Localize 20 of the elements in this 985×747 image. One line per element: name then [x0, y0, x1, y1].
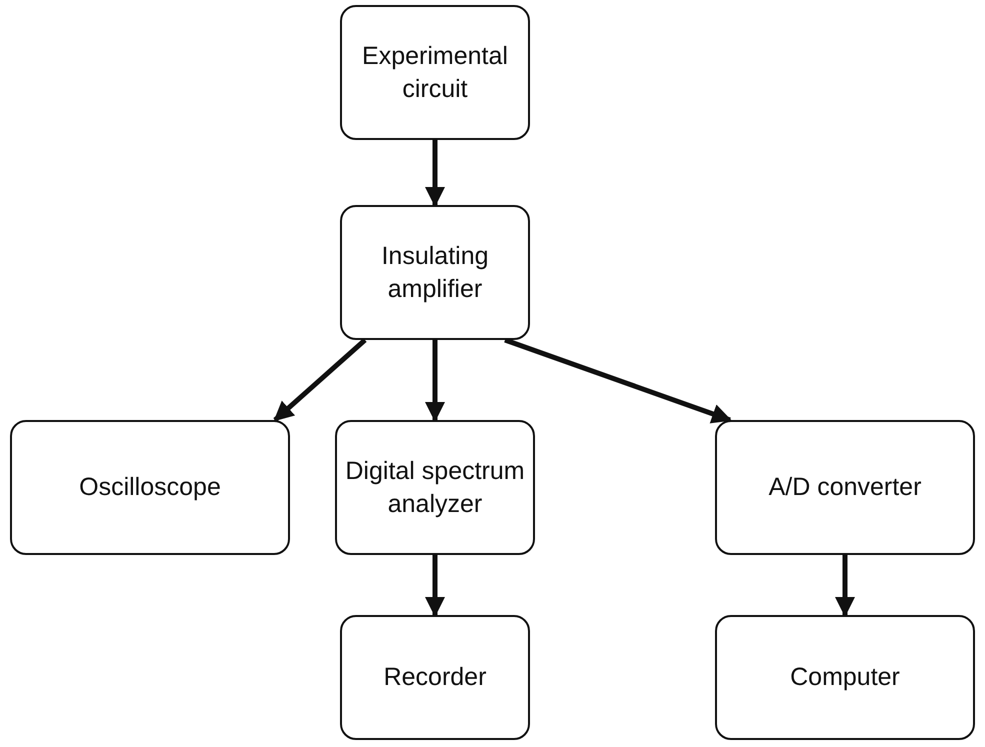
process-box [340, 205, 530, 340]
box-label: Computer [790, 662, 900, 694]
arrow [425, 340, 445, 422]
arrow [273, 338, 367, 422]
arrow [425, 140, 445, 207]
box-label: Recorder [384, 662, 486, 694]
box-label: Experimental circuit [361, 41, 509, 104]
arrow [835, 555, 855, 617]
box-label: Oscilloscope [79, 472, 221, 504]
process-box [10, 420, 290, 555]
box-label: A/D converter [768, 472, 922, 504]
process-box [715, 615, 975, 740]
arrow [425, 555, 445, 617]
process-box [715, 420, 975, 555]
box-label: Digital spectrum analyzer [344, 456, 526, 520]
process-box [340, 5, 530, 140]
process-box [335, 420, 535, 555]
box-label: Insulating amplifier [380, 241, 490, 304]
arrow [504, 338, 732, 424]
process-box [340, 615, 530, 740]
